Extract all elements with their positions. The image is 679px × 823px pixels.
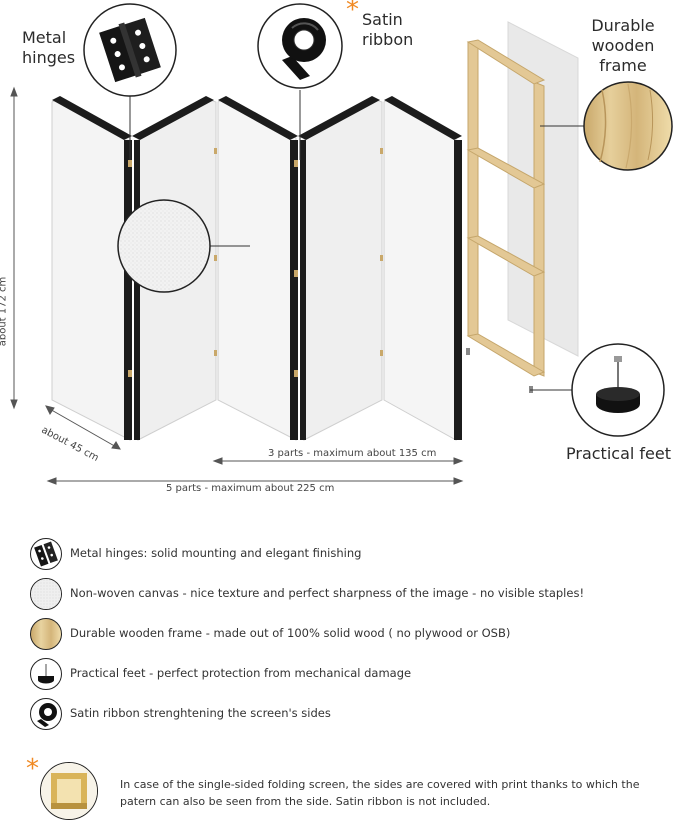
panel-2-side-edge [134,140,140,440]
hinge-icon [99,17,161,83]
hinge-icon [30,538,62,570]
label-wooden-frame-line3: frame [599,56,647,75]
panel-5-top-edge [384,96,462,140]
feature-text: Metal hinges: solid mounting and elegant… [70,546,362,560]
label-metal-hinges: Metal hinges [22,28,75,68]
canvas-callout [117,199,250,293]
frame-foot-small [466,348,470,355]
wood-callout [540,81,673,171]
feature-hinges: Metal hinges: solid mounting and elegant… [28,538,668,572]
feature-text: Non-woven canvas - nice texture and perf… [70,586,585,600]
gold-edge-icon [40,762,98,820]
panel-1-top-edge [52,96,132,140]
canvas-icon [117,199,211,293]
feature-text: Durable wooden frame - made out of 100% … [70,626,511,640]
dimension-five-parts: 5 parts - maximum about 225 cm [166,483,335,494]
label-satin-ribbon-line2: ribbon [362,30,414,49]
panel-3 [217,97,297,441]
label-wooden-frame: Durable wooden frame [586,16,660,76]
label-satin-ribbon: Satin ribbon [362,10,413,50]
panel-2-top-edge [132,96,214,140]
panel-5 [383,97,457,441]
wood-icon [30,618,62,650]
feature-ribbon: Satin ribbon strenghtening the screen's … [28,698,668,732]
label-metal-hinges-line1: Metal [22,28,67,47]
panel-1-side-edge [124,140,132,440]
foot-icon [30,658,62,690]
feature-feet: Practical feet - perfect protection from… [28,658,668,692]
foot-icon [596,356,640,413]
label-wooden-frame-line2: wooden [591,36,655,55]
panel-1 [51,97,131,441]
panel-3-side-edge [290,140,298,440]
feature-wood: Durable wooden frame - made out of 100% … [28,618,668,652]
label-metal-hinges-line2: hinges [22,48,76,67]
label-satin-ribbon-line1: Satin [362,10,403,29]
dimension-height: about 172 cm [0,276,9,347]
feature-canvas: Non-woven canvas - nice texture and perf… [28,578,668,612]
ribbon-callout [257,3,343,160]
panel-4 [303,99,383,441]
label-practical-feet: Practical feet [566,444,671,463]
feature-text: Satin ribbon strenghtening the screen's … [70,706,331,720]
screen-panels [51,96,462,441]
satin-ribbon-star: * [346,0,359,25]
ribbon-icon [30,698,62,730]
exploded-frame [466,21,579,393]
folding-screen-diagram [10,3,673,485]
panel-4-side-edge [300,140,306,440]
dimension-lines [10,86,464,485]
feature-text: Practical feet - perfect protection from… [70,666,412,680]
hinge-callout [83,3,177,160]
panel-3-top-edge [218,96,298,140]
ribbon-icon [282,18,326,80]
dimension-three-parts: 3 parts - maximum about 135 cm [268,448,437,459]
panel-5-side-edge [454,140,462,440]
wooden-frame [466,39,546,377]
canvas-icon [30,578,62,610]
hinge-markers [128,148,383,377]
feet-callout [530,343,665,437]
panel-4-top-edge [298,96,380,140]
note-star: * [26,754,39,784]
note-text: In case of the single-sided folding scre… [120,778,640,808]
label-wooden-frame-line1: Durable [591,16,655,35]
